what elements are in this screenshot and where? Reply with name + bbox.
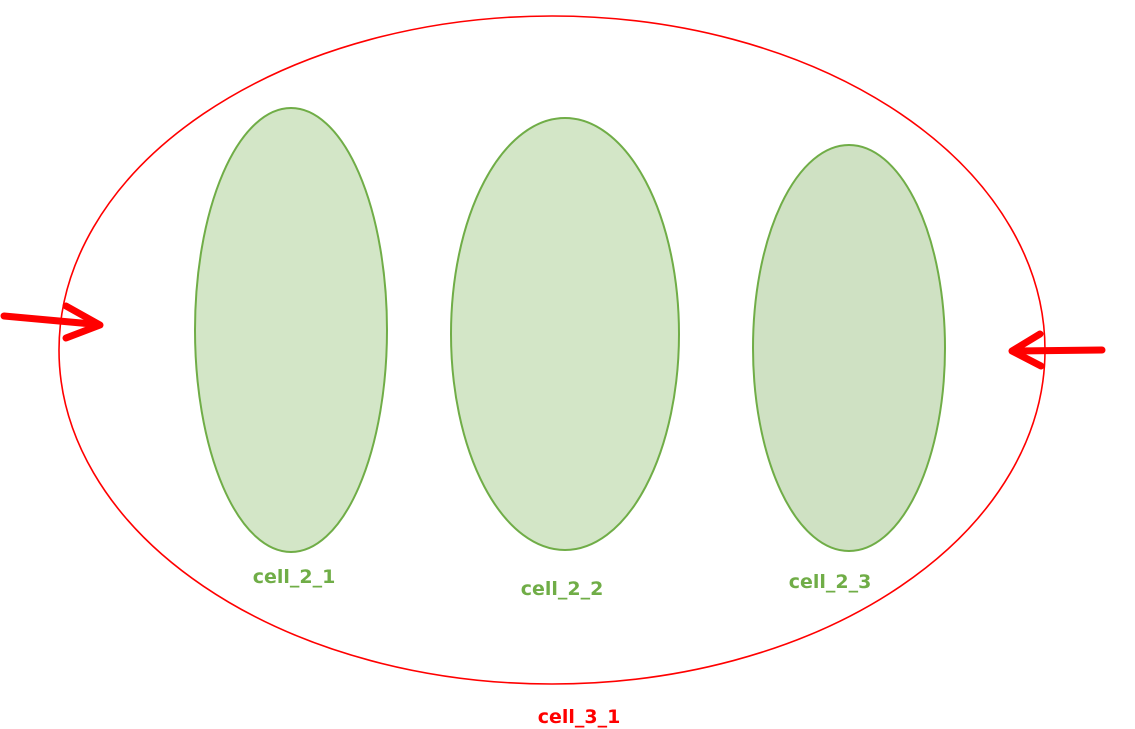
inner-cell-label-1: cell_2_1 <box>252 566 336 588</box>
outer-cell-label: cell_3_1 <box>537 706 621 728</box>
inner-cell-ellipse-2 <box>450 117 680 551</box>
inner-cell-label-3: cell_2_3 <box>788 571 872 593</box>
left-arrow <box>0 302 104 342</box>
right-arrow <box>1008 330 1106 370</box>
inner-cell-ellipse-3 <box>752 144 946 552</box>
inner-cell-ellipse-1 <box>194 107 388 553</box>
inner-cell-label-2: cell_2_2 <box>520 578 604 600</box>
